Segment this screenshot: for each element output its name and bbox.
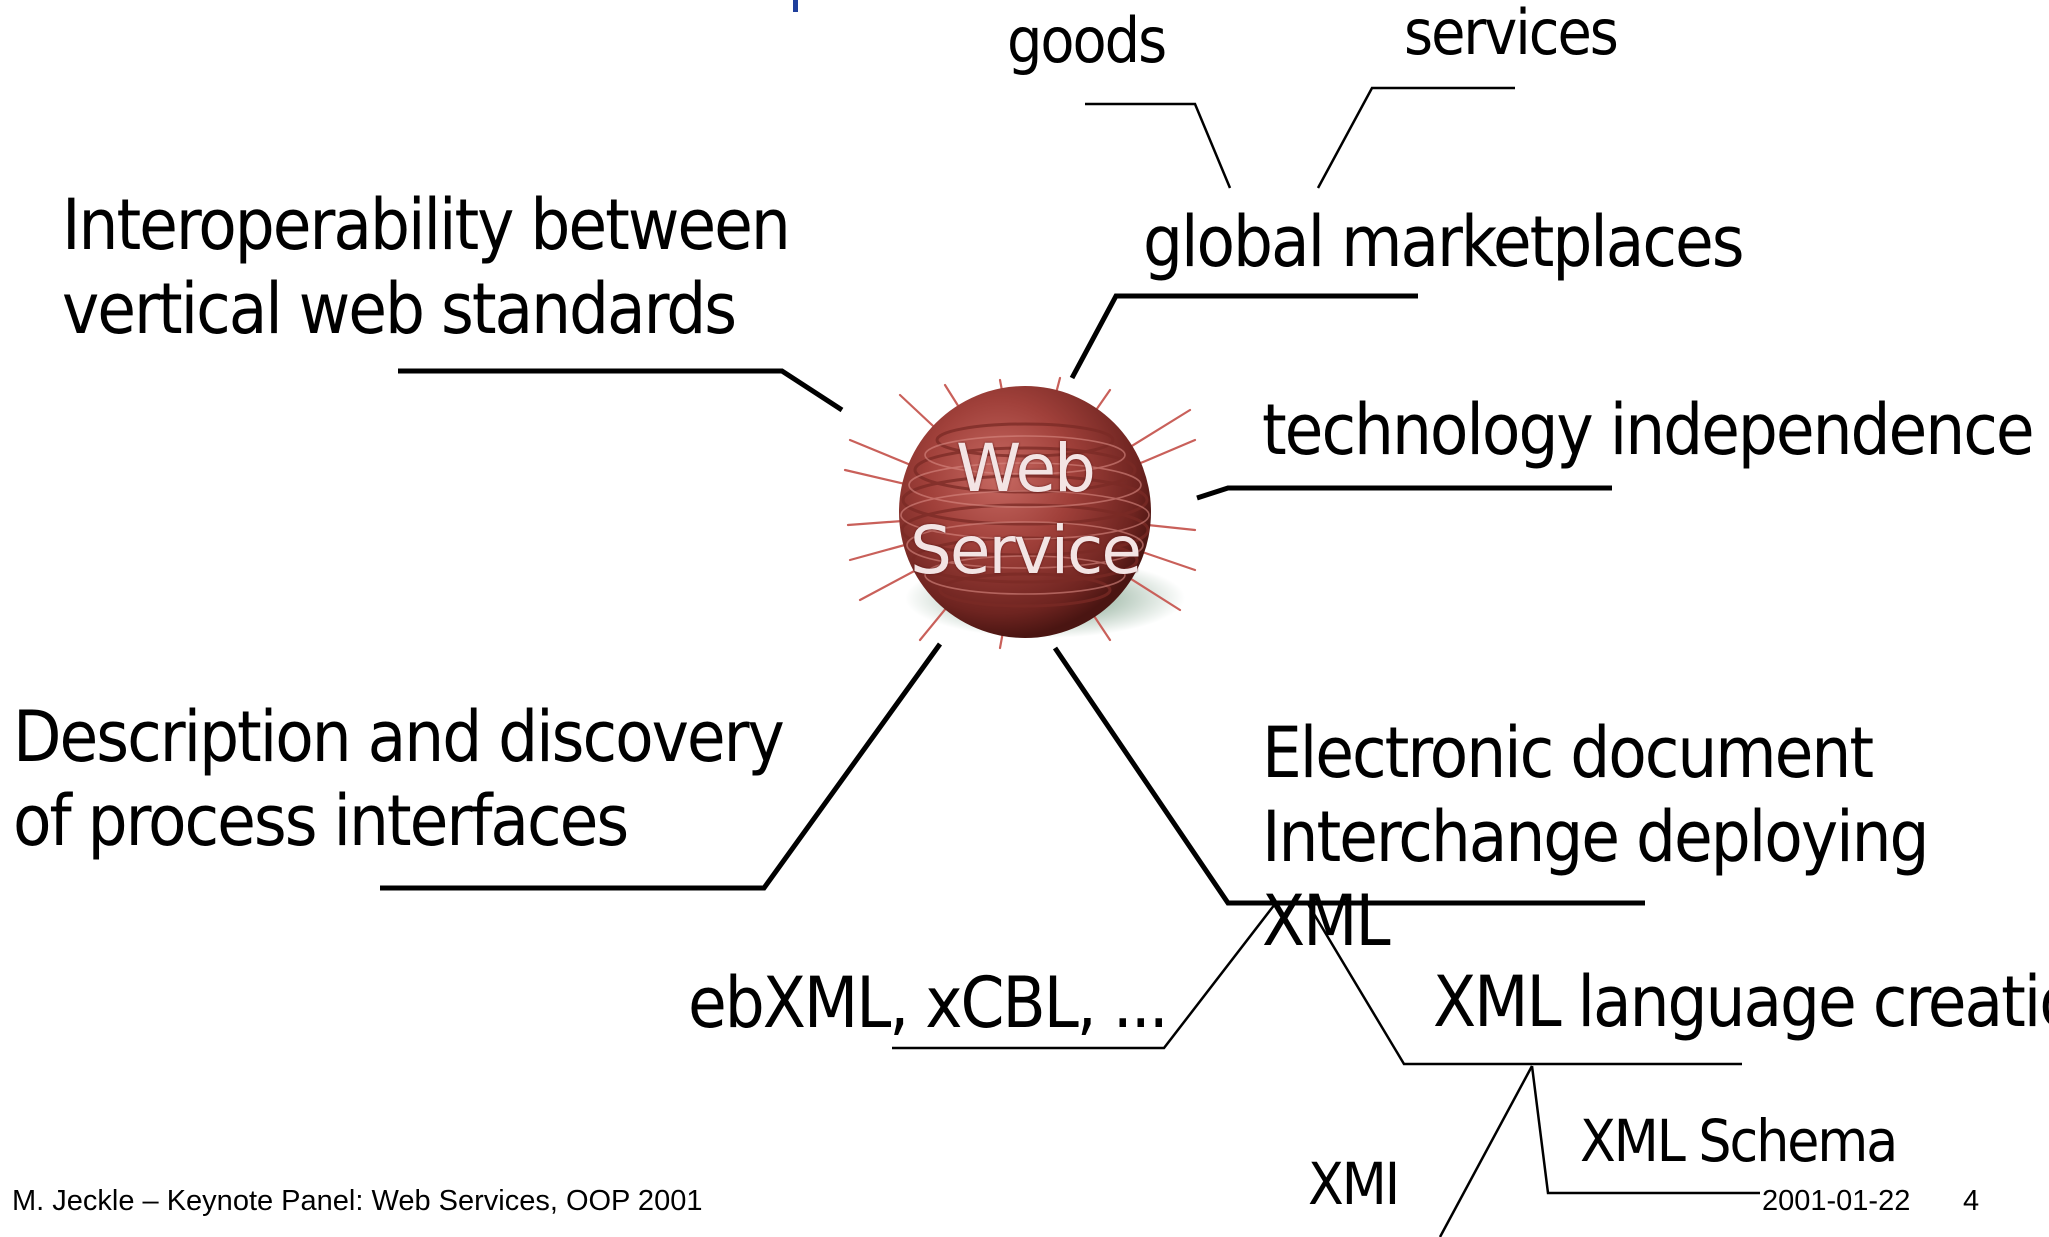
connector-technology-independence [1196,485,1612,501]
label-services: services [1404,0,1619,69]
label-ebxml: ebXML, xCBL, ... [688,962,1169,1044]
footer-page-number: 4 [1963,1185,1980,1217]
connector-services [1316,86,1515,189]
footer-author-event: M. Jeckle – Keynote Panel: Web Services,… [12,1185,703,1217]
label-description-discovery: Description and discovery of process int… [13,696,785,862]
web-service-sphere-icon [843,376,1197,650]
title-fragment [793,0,798,12]
label-interoperability: Interoperability between vertical web st… [62,184,791,350]
connector-interoperability [398,368,844,413]
connector-global-marketplaces [1069,293,1418,380]
label-electronic-document: Electronic document Interchange deployin… [1262,712,1930,962]
label-technology-independence: technology independence [1262,389,2035,471]
connector-ebxml [892,903,1276,1050]
label-xml-schema: XML Schema [1580,1107,1898,1175]
connector-description-discovery [380,642,943,891]
web-service-label-line2: Service [910,512,1142,589]
connector-xml-language-creation [1306,903,1742,1066]
label-xml-language-creation: XML language creation [1433,961,2049,1043]
connector-xmi [1438,1065,1534,1237]
connector-electronic-document [1052,646,1645,906]
connector-goods [1085,102,1232,189]
web-service-label-line1: Web [956,430,1096,507]
label-global-marketplaces: global marketplaces [1143,201,1745,283]
label-xmi: XMI [1308,1150,1400,1218]
label-goods: goods [1007,4,1167,77]
footer-date: 2001-01-22 [1762,1185,1911,1217]
connector-xml-schema [1530,1065,1760,1195]
